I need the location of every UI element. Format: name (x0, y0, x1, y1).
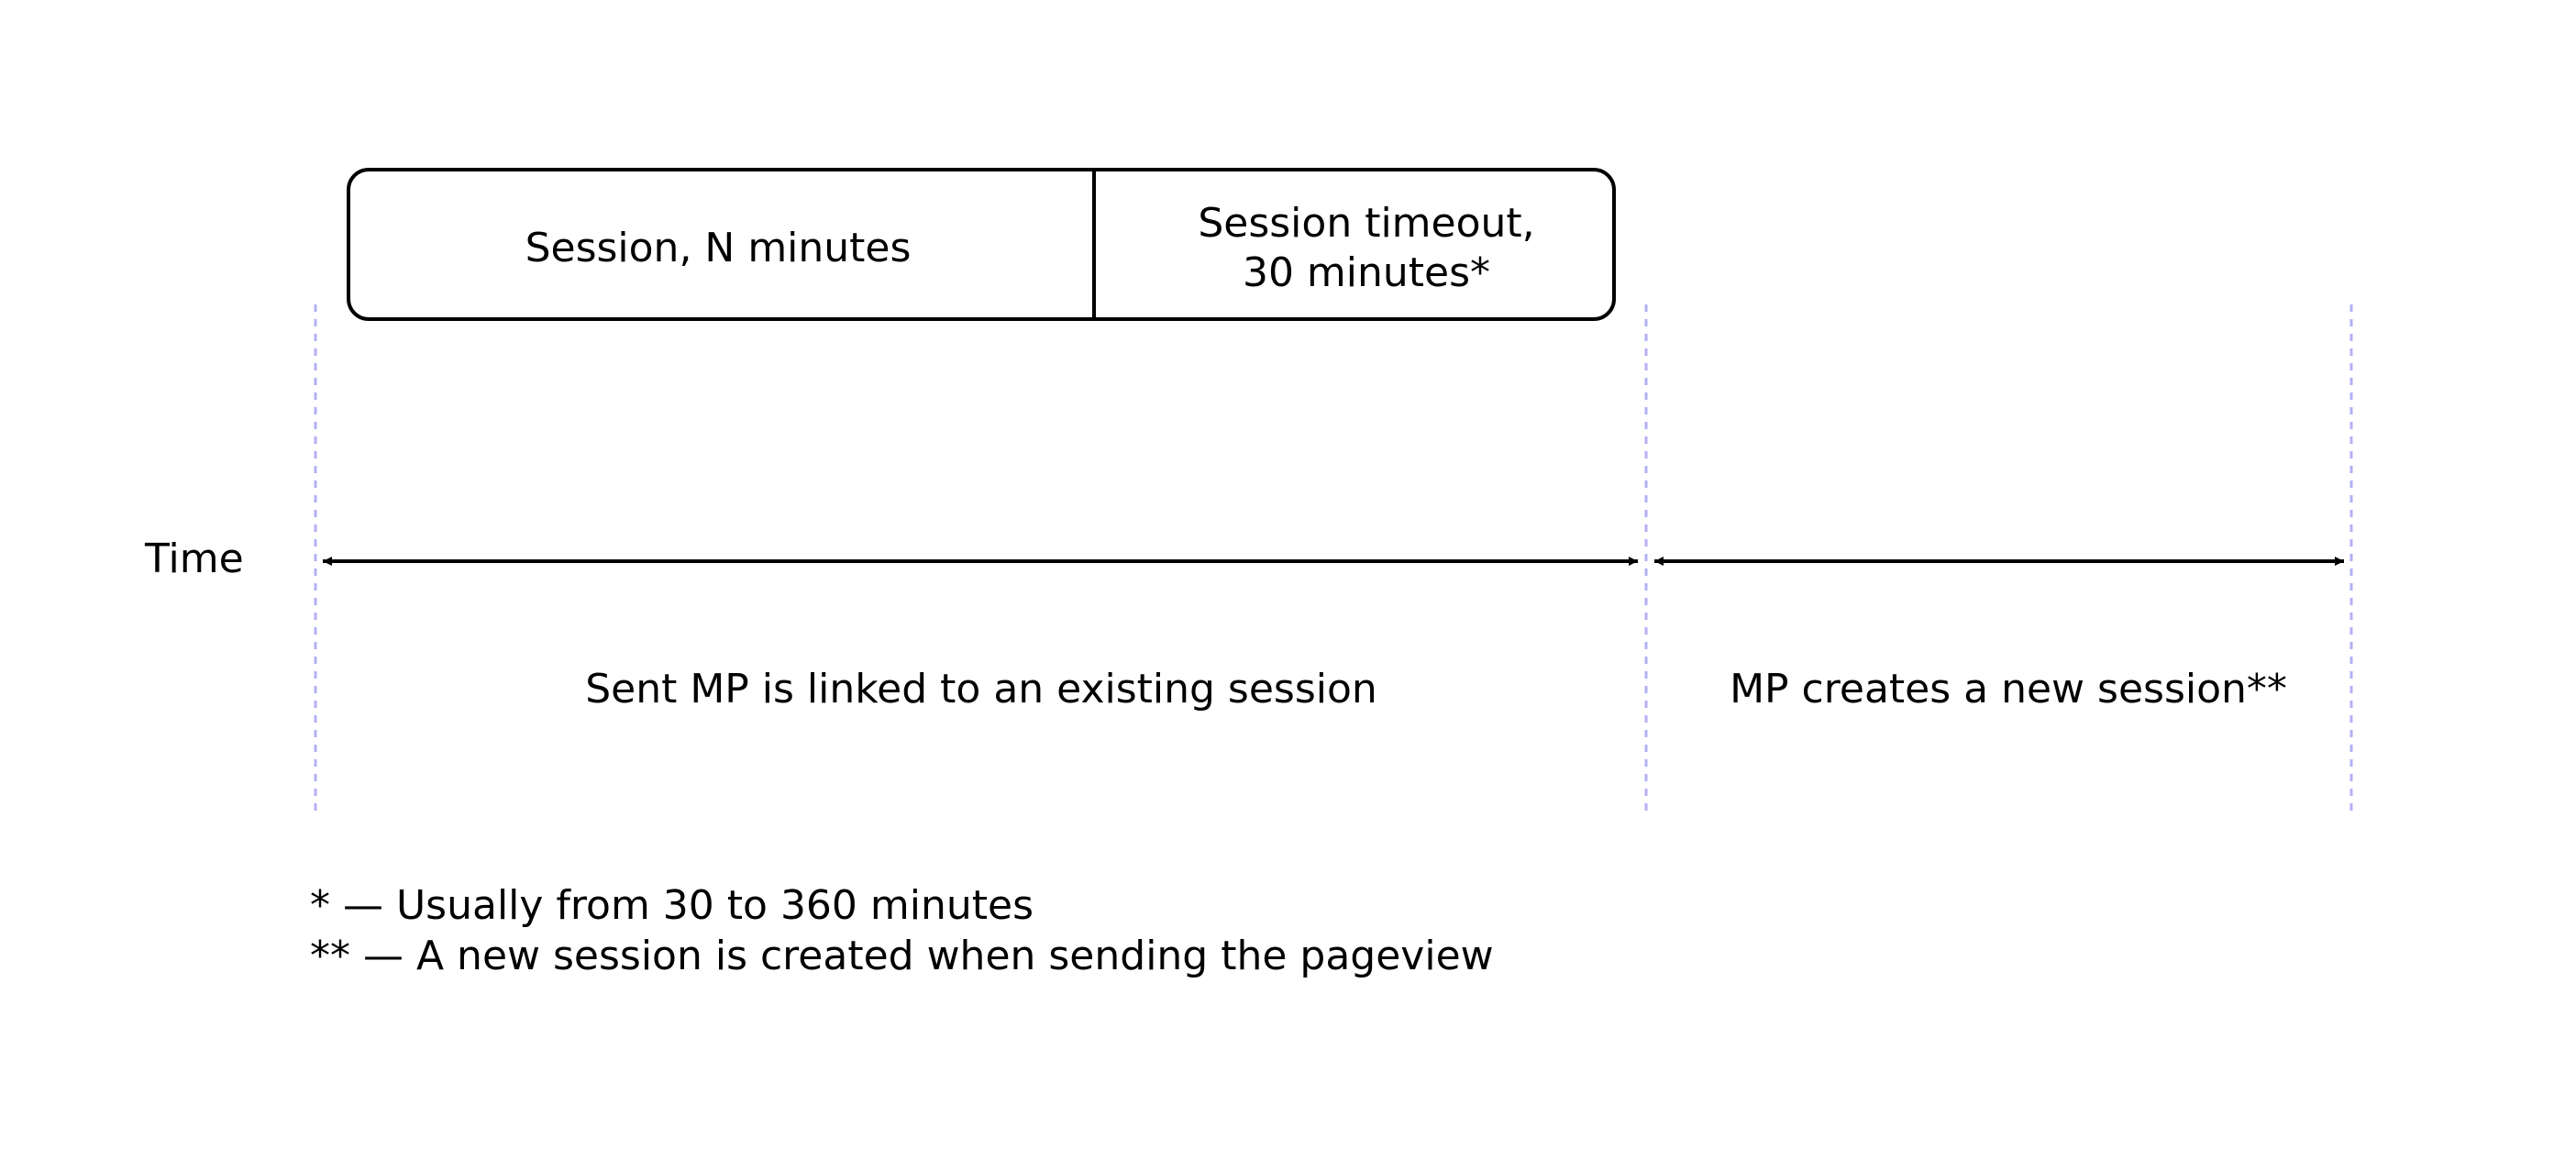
session-box-outline (347, 168, 1616, 321)
time-axis-label: Time (144, 536, 244, 582)
footnote-2: ** — A new session is created when sendi… (310, 933, 1494, 979)
footnote-1: * — Usually from 30 to 360 minutes (310, 882, 1034, 929)
new-session-label: MP creates a new session** (1730, 666, 2287, 713)
session-duration-label: Session, N minutes (525, 225, 912, 271)
existing-session-label: Sent MP is linked to an existing session (585, 666, 1377, 713)
session-timeout-label-line2: 30 minutes* (1243, 249, 1490, 296)
session-box: Session, N minutes Session timeout, 30 m… (347, 168, 1616, 321)
session-timeout-label-line1: Session timeout, (1198, 200, 1534, 247)
